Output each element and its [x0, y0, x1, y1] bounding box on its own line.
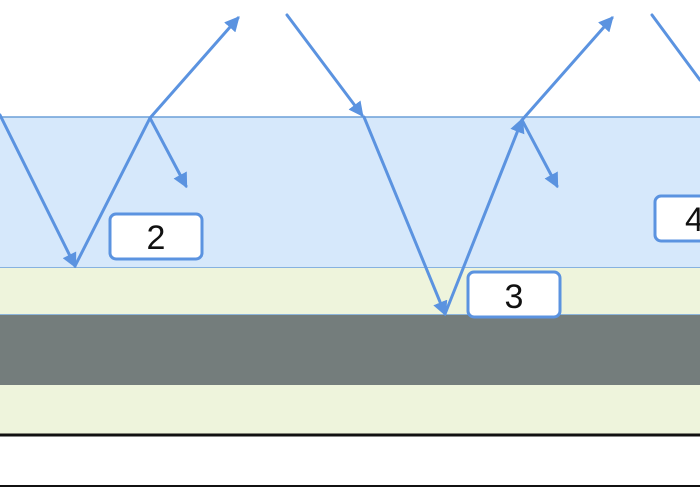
dark-layer	[0, 315, 700, 385]
ray-incident-3	[650, 13, 700, 82]
ray-up-2	[443, 117, 525, 316]
ray-down-2	[362, 115, 448, 317]
label-4: 4	[685, 201, 700, 239]
label-3: 3	[505, 278, 524, 316]
rays	[0, 13, 700, 317]
label-box-2: 2	[108, 212, 204, 261]
ray-refracted-2	[520, 118, 559, 189]
ray-reflected-2	[520, 16, 614, 122]
label-box-3: 3	[466, 270, 562, 319]
ray-reflected-1	[148, 16, 240, 120]
label-box-4-frame	[653, 194, 700, 243]
label-box-4: 4	[653, 194, 700, 243]
ray-incident-2	[285, 13, 364, 117]
label-2: 2	[147, 219, 166, 257]
ray-incident-1	[0, 113, 77, 269]
blue-layer	[0, 117, 700, 268]
label-box-3-frame	[466, 270, 562, 319]
ray-refracted-1	[148, 116, 188, 189]
ray-up-1	[73, 116, 152, 268]
label-box-2-frame	[108, 212, 204, 261]
upper-green-layer	[0, 268, 700, 315]
lower-green-layer	[0, 385, 700, 434]
